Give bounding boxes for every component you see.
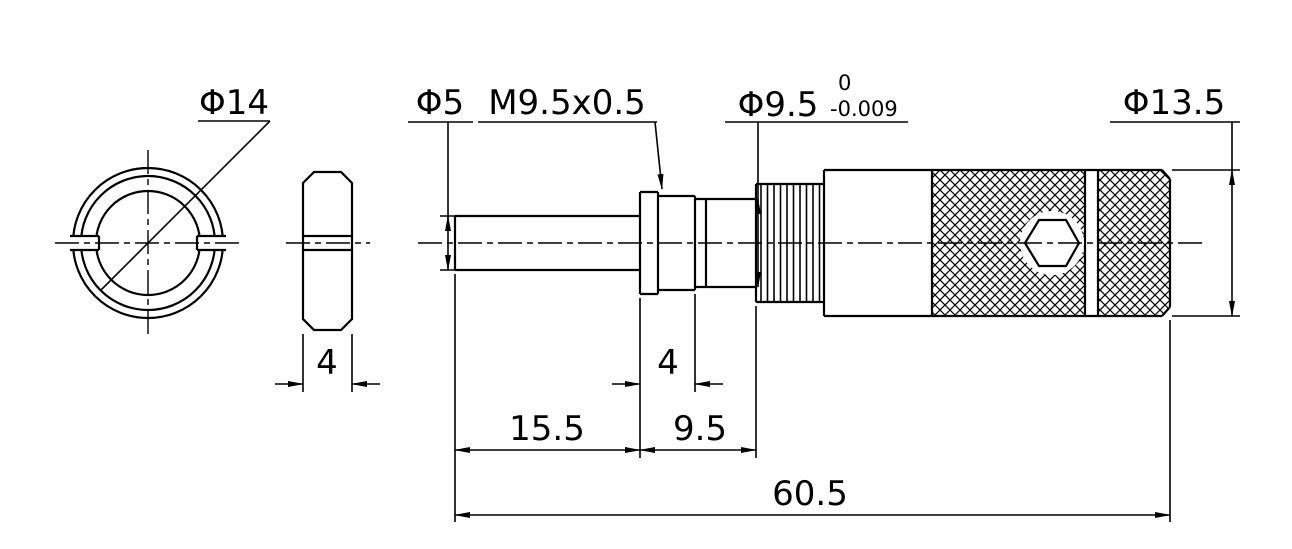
dim-spindle-length-label: 15.5 <box>509 409 585 449</box>
spindle <box>453 214 640 272</box>
nut-side-view: 4 <box>275 170 380 392</box>
dim-155-extensions <box>454 274 757 522</box>
dim-collar-tolerance-upper: 0 <box>838 71 851 95</box>
knurled-end-cap <box>1098 170 1170 316</box>
dim-collar-tolerance-lower: -0.009 <box>830 97 898 121</box>
dim-spindle-diameter-label: Φ5 <box>416 83 464 123</box>
dim-thread-label: M9.5x0.5 <box>488 83 646 123</box>
dimensions: Φ5 M9.5x0.5 Φ9.5 0 -0.009 Φ13.5 4 15.5 <box>408 71 1240 522</box>
dim-thread-length-extensions <box>639 294 696 458</box>
ring-slot-right-mask <box>194 235 228 251</box>
thread-section <box>658 194 697 292</box>
dim-thread-length-label: 4 <box>657 343 679 383</box>
collar-section <box>695 184 758 302</box>
dim-ring-diameter-label: Φ14 <box>199 83 269 123</box>
micrometer-head-assembly <box>418 168 1205 318</box>
dim-thread-leader <box>654 121 664 190</box>
nut-outline <box>301 170 354 332</box>
dim-overall-length-label: 60.5 <box>772 474 848 514</box>
dim-collar-diameter-label: Φ9.5 <box>738 85 819 125</box>
thimble-outline <box>756 182 824 304</box>
dim-phi135-extension-lines <box>1172 169 1240 317</box>
dim-body-diameter-label: Φ13.5 <box>1123 83 1225 123</box>
nut-slot-lines <box>303 234 352 252</box>
ring-front-view: Φ14 <box>55 83 271 336</box>
dim-thread-section-length-label: 9.5 <box>673 409 727 449</box>
dim-nut-thickness-label: 4 <box>316 343 338 383</box>
ring-leader-line <box>99 120 271 292</box>
